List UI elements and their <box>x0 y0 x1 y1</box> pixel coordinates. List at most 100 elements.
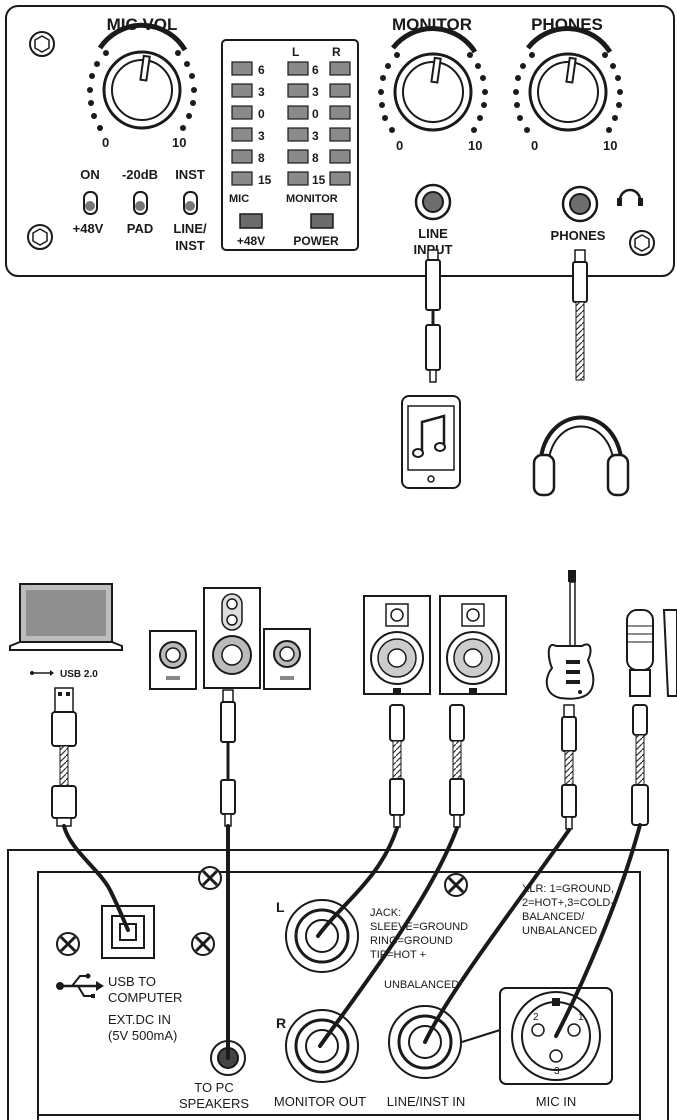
mic-meter-led <box>231 149 253 164</box>
screw-icon <box>56 932 80 956</box>
mic-meter-level: 0 <box>258 107 265 121</box>
switch-pad[interactable]: -20dB PAD <box>122 167 158 236</box>
meter-header-r: R <box>332 45 341 59</box>
phones-min: 0 <box>531 138 538 153</box>
screw-icon <box>29 31 55 57</box>
usb-icon <box>56 973 104 998</box>
monitor-meter-led-left <box>287 127 309 142</box>
monitor-meter-level: 6 <box>312 63 319 77</box>
monitor-meter-led-left <box>287 105 309 120</box>
phones-scale-dots <box>513 52 623 133</box>
meter-power-label: POWER <box>293 234 339 248</box>
meter-monitor-label: MONITOR <box>286 193 338 205</box>
meter-mic-label: MIC <box>229 193 249 205</box>
headphones-icon <box>617 188 643 206</box>
rear-dc-label-2: (5V 500mA) <box>108 1028 177 1043</box>
front-panel: MIC VOL 0 10 ON +48V -20dB PAD INST <box>5 5 675 277</box>
line-input-label-1: LINE <box>418 226 448 241</box>
laptop-icon <box>9 583 123 651</box>
xlr-spec-1: XLR: 1=GROUND, <box>522 883 614 895</box>
mic-meter-level: 3 <box>258 129 265 143</box>
unbalanced-label: UNBALANCED <box>384 979 459 991</box>
switch-48v-top: ON <box>80 167 100 182</box>
monitor-meter-led-left <box>287 83 309 98</box>
jack-spec-3: RING=GROUND <box>370 935 453 947</box>
meter-phantom-label: +48V <box>237 234 265 248</box>
mic-meter-level: 3 <box>258 85 265 99</box>
screw-icon <box>444 873 468 897</box>
headphones-device-icon <box>532 415 630 497</box>
screw-icon <box>198 866 222 890</box>
xlr-spec-3: BALANCED/ <box>522 911 585 923</box>
switch-inst-bottom-1: LINE/ <box>173 221 207 236</box>
monitor-meter-led-left <box>287 149 309 164</box>
monitor-out-left-jack[interactable] <box>285 899 359 973</box>
switch-pad-bottom: PAD <box>127 221 153 236</box>
rear-dc-label-1: EXT.DC IN <box>108 1012 171 1027</box>
to-pc-label-1: TO PC <box>194 1080 234 1095</box>
switch-pad-top: -20dB <box>122 167 158 182</box>
monitor-cable-right <box>449 704 465 828</box>
jack-spec-1: JACK: <box>370 907 401 919</box>
monitor-meter-led-right <box>329 171 351 186</box>
guitar-cable <box>561 704 577 830</box>
monitor-max: 10 <box>468 138 482 153</box>
monitor-meter-level: 3 <box>312 85 319 99</box>
monitor-meter-led-right <box>329 127 351 142</box>
monitor-meter-led-right <box>329 149 351 164</box>
monitor-min: 0 <box>396 138 403 153</box>
xlr-spec-2: 2=HOT+,3=COLD- <box>522 897 614 909</box>
xlr-pin-1: 1 <box>578 1012 584 1023</box>
phones-jack-label: PHONES <box>551 228 606 243</box>
switch-inst-top: INST <box>175 167 205 182</box>
xlr-cable <box>631 704 649 826</box>
line-input-jack[interactable] <box>414 183 452 221</box>
mic-vol-arc <box>97 22 188 52</box>
mic-meter-level: 15 <box>258 173 272 187</box>
screw-icon <box>27 224 53 250</box>
condenser-mic-icon <box>626 609 677 697</box>
switch-inst[interactable]: INST LINE/ INST <box>173 167 207 253</box>
pc-speakers-icon <box>149 587 311 690</box>
usb-icon <box>30 670 54 676</box>
connection-cables <box>62 823 642 1060</box>
mic-vol-knob[interactable] <box>102 50 182 130</box>
phones-arc <box>526 26 613 54</box>
monitor-meter-led-right <box>329 105 351 120</box>
rear-usb-label-2: COMPUTER <box>108 990 182 1005</box>
monitor-meter-level: 3 <box>312 129 319 143</box>
monitor-cable-left <box>389 704 405 828</box>
switch-48v-bottom: +48V <box>73 221 104 236</box>
usb-label: USB 2.0 <box>60 669 98 680</box>
monitor-meter-led-left <box>287 61 309 76</box>
switch-48v[interactable]: ON +48V <box>73 167 104 236</box>
monitor-meter-level: 8 <box>312 151 319 165</box>
usb-cable <box>51 687 77 827</box>
usb-b-port[interactable] <box>101 905 155 959</box>
monitor-meter-led-right <box>329 61 351 76</box>
phones-jack[interactable] <box>561 185 599 223</box>
monitor-title: MONITOR <box>392 15 472 34</box>
mic-meter-level: 6 <box>258 63 265 77</box>
line-input-cable <box>425 249 441 383</box>
jack-spec-4: TIP=HOT + <box>370 949 426 961</box>
mobile-phone-icon <box>401 395 461 489</box>
studio-monitors-icon <box>363 595 507 695</box>
monitor-meter-led-right <box>329 83 351 98</box>
monitor-meter-level: 15 <box>312 173 326 187</box>
monitor-arc <box>391 26 478 54</box>
rear-left-label: L <box>276 899 285 915</box>
monitor-out-label: MONITOR OUT <box>274 1094 366 1109</box>
mic-vol-scale-dots <box>87 50 197 131</box>
rear-right-label: R <box>276 1015 286 1031</box>
phones-knob[interactable] <box>528 52 608 132</box>
rear-panel: USB TO COMPUTER EXT.DC IN (5V 500mA) TO … <box>7 849 669 1120</box>
monitor-knob[interactable] <box>393 52 473 132</box>
xlr-spec-4: UNBALANCED <box>522 925 597 937</box>
line-inst-in-label: LINE/INST IN <box>387 1094 466 1109</box>
phantom-led <box>239 213 263 229</box>
to-pc-label-2: SPEAKERS <box>179 1096 249 1111</box>
mic-meter-led <box>231 61 253 76</box>
meter-header-l: L <box>292 45 299 59</box>
screw-icon <box>629 230 655 256</box>
